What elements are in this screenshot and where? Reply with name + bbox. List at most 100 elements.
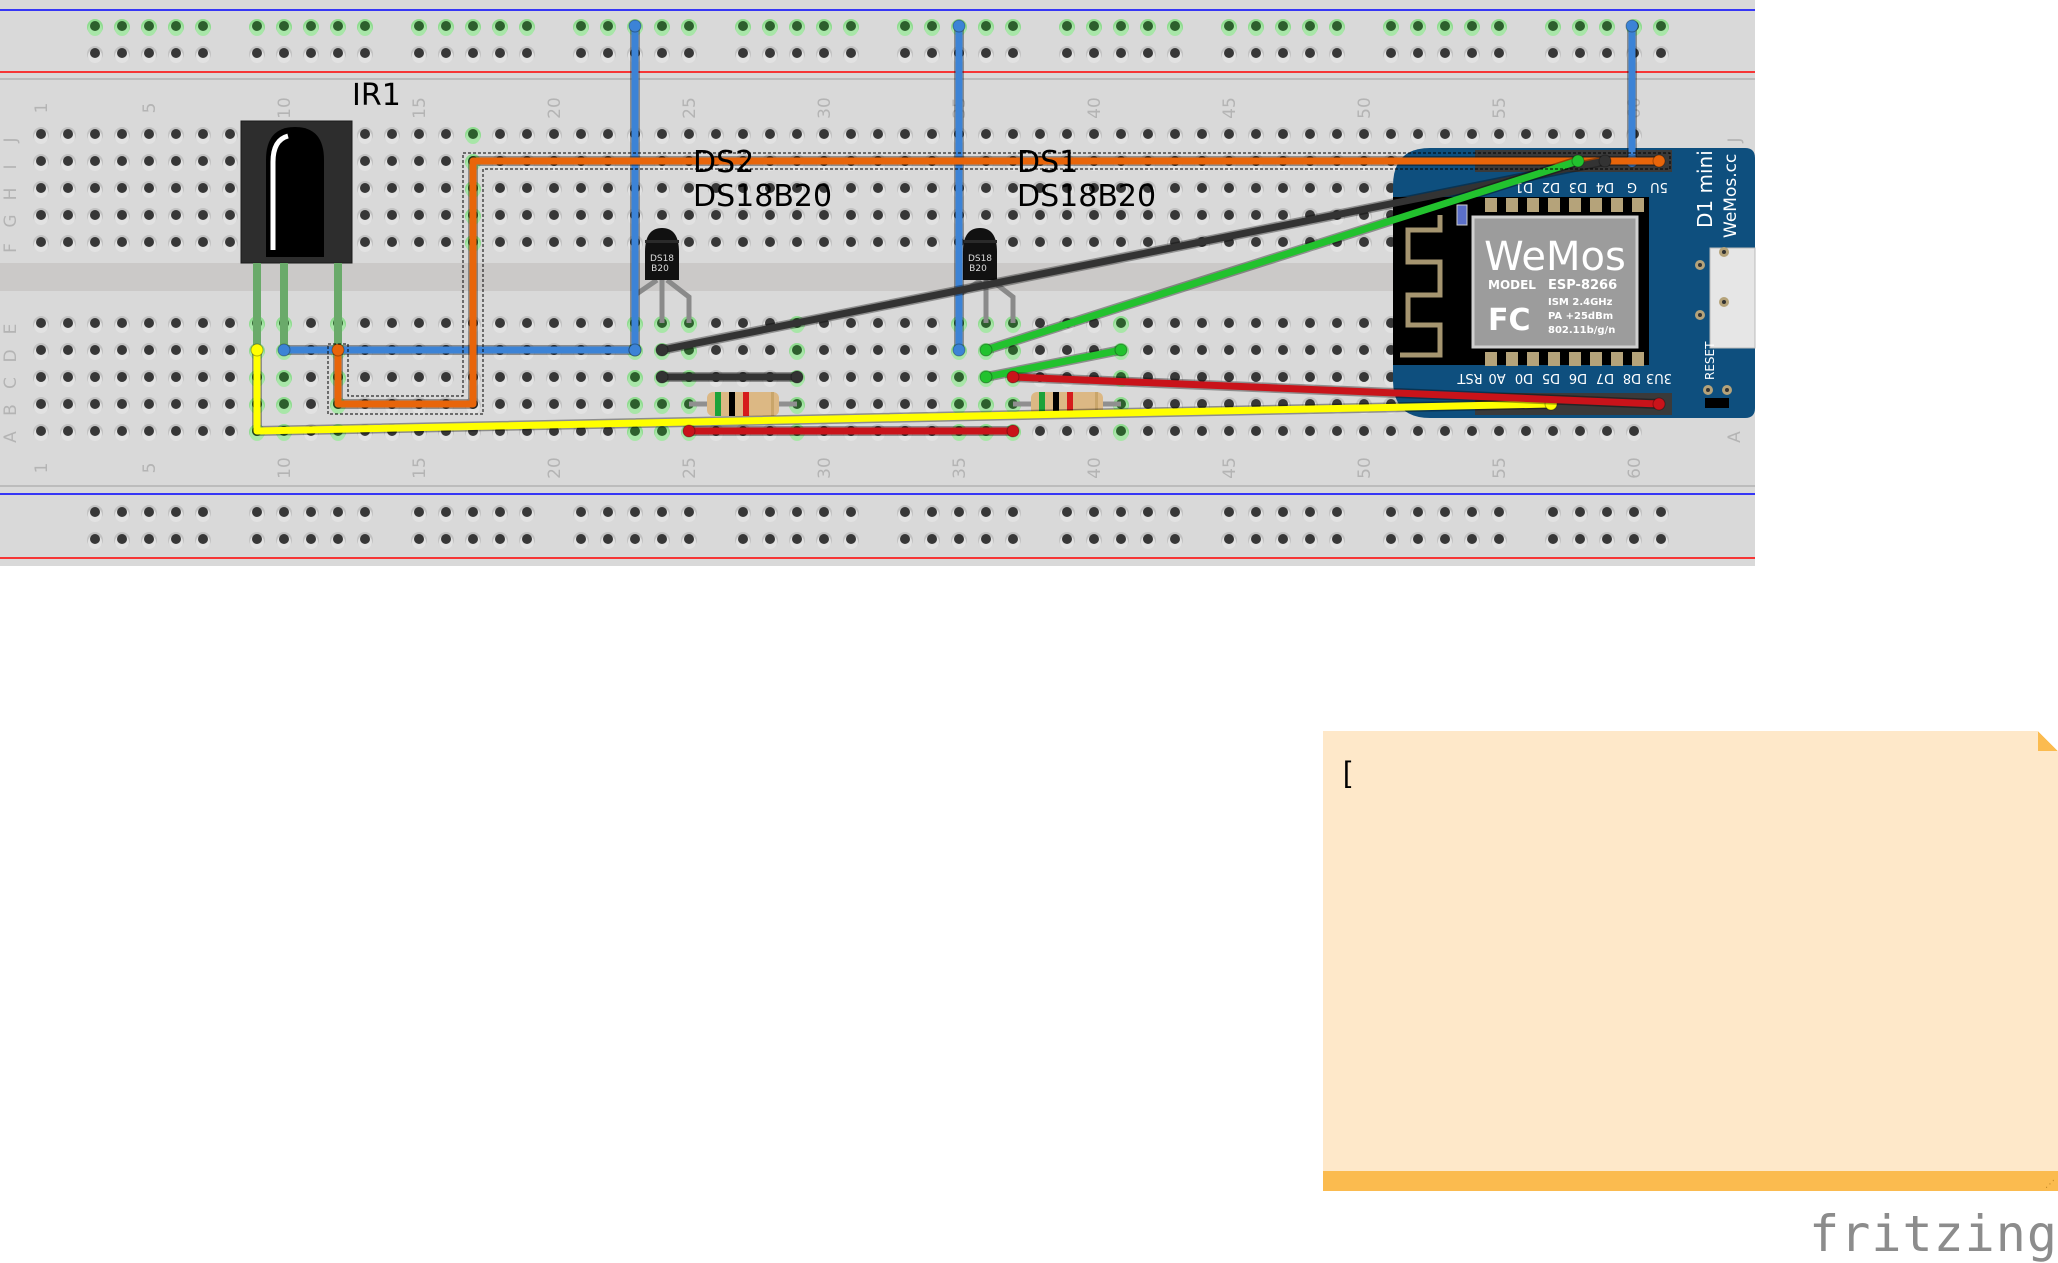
breadboard-hole[interactable] xyxy=(495,318,505,328)
breadboard-hole[interactable] xyxy=(603,399,613,409)
breadboard-hole[interactable] xyxy=(441,507,451,517)
breadboard-hole[interactable] xyxy=(387,183,397,193)
wire-end[interactable] xyxy=(628,19,642,33)
breadboard-hole[interactable] xyxy=(171,237,181,247)
breadboard-hole[interactable] xyxy=(900,183,910,193)
breadboard-hole[interactable] xyxy=(873,399,883,409)
breadboard-hole[interactable] xyxy=(1305,318,1315,328)
breadboard-hole[interactable] xyxy=(225,156,235,166)
wire-end[interactable] xyxy=(1625,19,1639,33)
breadboard-hole[interactable] xyxy=(171,21,181,31)
breadboard-hole[interactable] xyxy=(117,129,127,139)
breadboard-hole[interactable] xyxy=(441,48,451,58)
breadboard-hole[interactable] xyxy=(1170,21,1180,31)
breadboard-hole[interactable] xyxy=(117,156,127,166)
breadboard-hole[interactable] xyxy=(981,399,991,409)
breadboard-hole[interactable] xyxy=(117,48,127,58)
breadboard-hole[interactable] xyxy=(927,372,937,382)
breadboard-hole[interactable] xyxy=(1602,426,1612,436)
breadboard-hole[interactable] xyxy=(1062,21,1072,31)
breadboard-hole[interactable] xyxy=(1251,210,1261,220)
breadboard-hole[interactable] xyxy=(117,183,127,193)
breadboard-hole[interactable] xyxy=(360,183,370,193)
breadboard-hole[interactable] xyxy=(846,399,856,409)
breadboard-hole[interactable] xyxy=(1224,534,1234,544)
r1-resistor[interactable] xyxy=(1013,392,1121,416)
breadboard-hole[interactable] xyxy=(144,156,154,166)
breadboard-hole[interactable] xyxy=(1197,345,1207,355)
breadboard-hole[interactable] xyxy=(711,183,721,193)
breadboard-hole[interactable] xyxy=(1305,183,1315,193)
breadboard-hole[interactable] xyxy=(684,21,694,31)
breadboard-hole[interactable] xyxy=(873,318,883,328)
wire-end[interactable] xyxy=(979,370,993,384)
breadboard-hole[interactable] xyxy=(360,210,370,220)
breadboard-hole[interactable] xyxy=(495,129,505,139)
breadboard-hole[interactable] xyxy=(1359,183,1369,193)
breadboard-hole[interactable] xyxy=(63,129,73,139)
note[interactable]: [ ⋰ xyxy=(1323,731,2058,1191)
breadboard-hole[interactable] xyxy=(576,534,586,544)
breadboard-hole[interactable] xyxy=(1116,21,1126,31)
breadboard-hole[interactable] xyxy=(873,237,883,247)
breadboard-hole[interactable] xyxy=(414,183,424,193)
breadboard-hole[interactable] xyxy=(360,534,370,544)
breadboard-hole[interactable] xyxy=(603,21,613,31)
breadboard-hole[interactable] xyxy=(171,345,181,355)
breadboard-hole[interactable] xyxy=(1467,48,1477,58)
breadboard-hole[interactable] xyxy=(1575,21,1585,31)
breadboard-hole[interactable] xyxy=(144,345,154,355)
breadboard-hole[interactable] xyxy=(252,48,262,58)
breadboard-hole[interactable] xyxy=(1467,129,1477,139)
breadboard-hole[interactable] xyxy=(63,345,73,355)
breadboard-hole[interactable] xyxy=(468,507,478,517)
breadboard-hole[interactable] xyxy=(1332,507,1342,517)
breadboard-hole[interactable] xyxy=(792,48,802,58)
breadboard-hole[interactable] xyxy=(1116,534,1126,544)
breadboard-hole[interactable] xyxy=(819,534,829,544)
breadboard-hole[interactable] xyxy=(1602,21,1612,31)
breadboard-hole[interactable] xyxy=(495,48,505,58)
breadboard-hole[interactable] xyxy=(1440,507,1450,517)
breadboard-hole[interactable] xyxy=(414,372,424,382)
breadboard-hole[interactable] xyxy=(1089,534,1099,544)
breadboard-hole[interactable] xyxy=(63,426,73,436)
breadboard-hole[interactable] xyxy=(360,372,370,382)
breadboard-hole[interactable] xyxy=(549,129,559,139)
breadboard-hole[interactable] xyxy=(1575,534,1585,544)
breadboard-hole[interactable] xyxy=(90,372,100,382)
breadboard-hole[interactable] xyxy=(414,534,424,544)
breadboard-hole[interactable] xyxy=(1332,345,1342,355)
breadboard-hole[interactable] xyxy=(144,507,154,517)
breadboard-hole[interactable] xyxy=(900,318,910,328)
breadboard-hole[interactable] xyxy=(576,507,586,517)
breadboard-hole[interactable] xyxy=(36,372,46,382)
breadboard-hole[interactable] xyxy=(1278,48,1288,58)
breadboard-hole[interactable] xyxy=(360,48,370,58)
breadboard-hole[interactable] xyxy=(1494,426,1504,436)
breadboard-hole[interactable] xyxy=(333,507,343,517)
breadboard-hole[interactable] xyxy=(117,345,127,355)
breadboard-hole[interactable] xyxy=(1251,129,1261,139)
wire-end[interactable] xyxy=(1652,397,1666,411)
breadboard-hole[interactable] xyxy=(576,237,586,247)
breadboard-hole[interactable] xyxy=(522,318,532,328)
wire-end[interactable] xyxy=(1006,370,1020,384)
breadboard-hole[interactable] xyxy=(225,210,235,220)
breadboard-hole[interactable] xyxy=(981,48,991,58)
breadboard-hole[interactable] xyxy=(495,21,505,31)
breadboard-hole[interactable] xyxy=(1008,21,1018,31)
breadboard-hole[interactable] xyxy=(792,21,802,31)
breadboard-hole[interactable] xyxy=(819,345,829,355)
breadboard-hole[interactable] xyxy=(1305,426,1315,436)
breadboard-hole[interactable] xyxy=(117,534,127,544)
breadboard-hole[interactable] xyxy=(1332,534,1342,544)
breadboard-hole[interactable] xyxy=(900,507,910,517)
breadboard-hole[interactable] xyxy=(63,156,73,166)
breadboard-hole[interactable] xyxy=(198,345,208,355)
green-wire-long[interactable] xyxy=(979,154,1585,357)
breadboard-hole[interactable] xyxy=(981,210,991,220)
breadboard-hole[interactable] xyxy=(1143,183,1153,193)
breadboard-hole[interactable] xyxy=(360,129,370,139)
